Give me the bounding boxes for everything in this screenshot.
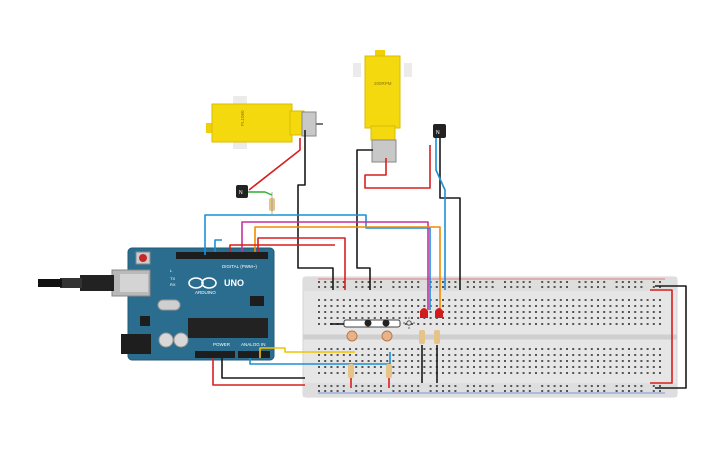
wire-red-5v [212, 358, 305, 386]
slide-switch[interactable] [343, 319, 401, 328]
arduino-board[interactable]: DIGITAL (PWM~) ARDUINO UNO L TX RX POWER… [38, 247, 275, 361]
resistor-bb-4[interactable] [434, 330, 440, 344]
digital-header[interactable] [176, 252, 268, 259]
analog-header-label: ANALOG IN [241, 342, 266, 347]
resistor-bb-3[interactable] [419, 330, 425, 344]
wire-orange-d [254, 226, 441, 310]
wire-green-transistor-left [248, 191, 273, 196]
power-jack [121, 334, 151, 354]
wire-blue-d2 [214, 239, 222, 252]
label-rx: RX [170, 282, 176, 287]
wire-red-bb-rail [650, 289, 673, 384]
wire-black-motor-right [356, 149, 373, 290]
power-rail-lines [318, 278, 665, 394]
arduino-logo [188, 277, 217, 289]
capacitor-2 [173, 332, 189, 348]
wire-black-gnd [221, 358, 305, 379]
wire-blue-transistor-right [435, 138, 446, 290]
photoresistor-1[interactable] [346, 330, 358, 342]
transistor-left[interactable]: N [236, 185, 248, 198]
resistor-bb-2[interactable] [386, 364, 392, 378]
transistor-left-label: N [239, 190, 243, 196]
sun-icon [403, 317, 415, 329]
label-tx: TX [170, 276, 175, 281]
label-l: L [170, 268, 173, 273]
power-header-label: POWER [213, 342, 231, 347]
photoresistor-2[interactable] [381, 330, 393, 342]
power-header[interactable] [195, 351, 235, 358]
transistor-right[interactable]: N [433, 124, 446, 138]
resistor-left-top[interactable] [269, 192, 275, 215]
wires[interactable] [204, 130, 687, 389]
wire-red-motor-right [364, 145, 431, 189]
led-red-1[interactable] [420, 308, 428, 318]
breadboard[interactable] [302, 276, 678, 398]
wire-black-bb-rail [655, 285, 687, 389]
breadboard-holes [318, 281, 661, 392]
arduino-model: UNO [224, 278, 244, 288]
digital-header-label: DIGITAL (PWM~) [222, 264, 257, 269]
wire-black-transistor-right [439, 138, 461, 290]
wire-yellow-a0 [259, 347, 355, 358]
crystal [157, 299, 181, 311]
dc-motor-right[interactable]: 200RPM [353, 50, 412, 163]
resistor-bb-1[interactable] [348, 364, 354, 378]
wire-magenta-d [241, 221, 429, 310]
motor-left-label: PL1060 [240, 110, 245, 126]
reset-button[interactable] [139, 254, 147, 262]
capacitor-1 [158, 332, 174, 348]
wire-blue-a1 [249, 352, 391, 365]
microcontroller-chip [188, 318, 268, 338]
arduino-brand: ARDUINO [195, 290, 216, 295]
wire-black-motor-left [297, 130, 334, 290]
wire-red-motor-left [248, 138, 301, 191]
led-red-2[interactable] [435, 308, 443, 318]
transistor-right-label: N [436, 130, 440, 136]
icsp-header [250, 296, 264, 306]
wire-red-d2 [229, 244, 335, 252]
motor-right-label: 200RPM [374, 81, 392, 86]
analog-header[interactable] [238, 351, 270, 358]
